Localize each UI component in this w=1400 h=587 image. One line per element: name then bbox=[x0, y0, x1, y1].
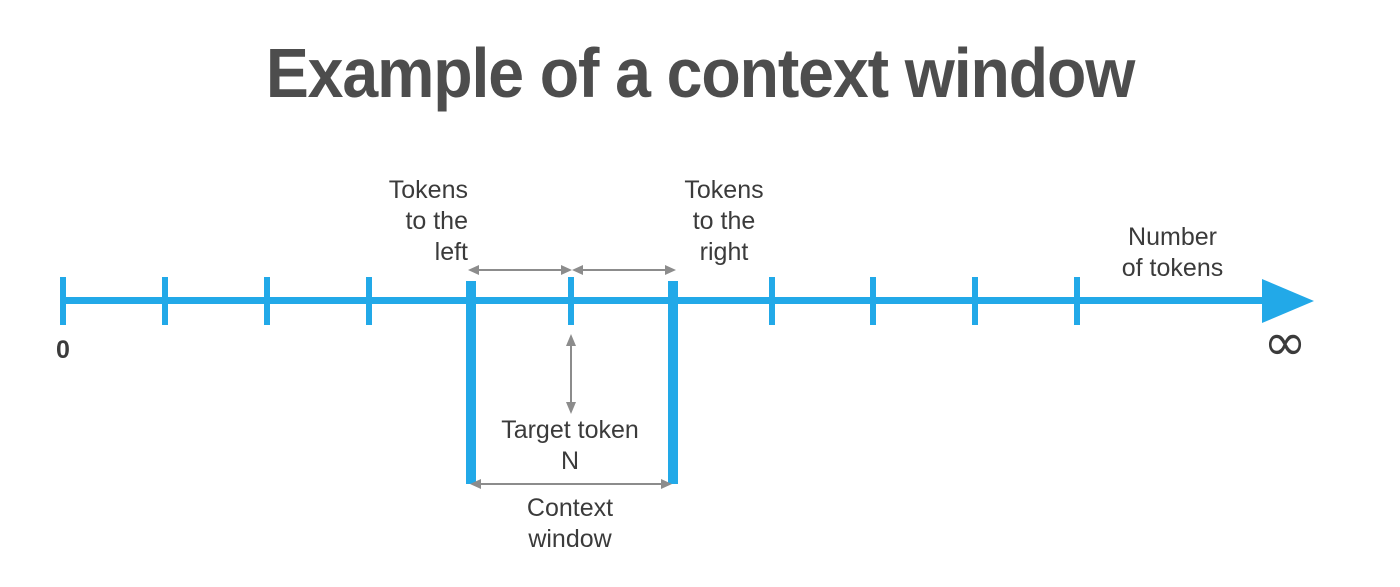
axis-arrowhead-icon bbox=[1262, 279, 1314, 323]
label-tokens-to-the-left: Tokens to the left bbox=[388, 176, 468, 266]
measure-arrow-tokens-left bbox=[468, 261, 572, 279]
axis-line bbox=[62, 297, 1272, 304]
page-title: Example of a context window bbox=[265, 34, 1135, 112]
axis-tick-9 bbox=[972, 277, 978, 325]
axis-tick-1 bbox=[162, 277, 168, 325]
axis-tick-3 bbox=[366, 277, 372, 325]
label-number-of-tokens: Number of tokens bbox=[1121, 223, 1224, 282]
axis-tick-8 bbox=[870, 277, 876, 325]
axis-tick-center bbox=[568, 277, 574, 325]
axis-tick-7 bbox=[769, 277, 775, 325]
measure-arrow-tokens-right bbox=[572, 261, 676, 279]
measure-arrow-context-window bbox=[470, 475, 672, 493]
axis-tick-10 bbox=[1074, 277, 1080, 325]
infinity-icon: ∞ bbox=[1263, 313, 1307, 373]
measure-arrow-target-token bbox=[562, 334, 580, 414]
context-window-left-bar bbox=[466, 281, 476, 484]
axis-tick-2 bbox=[264, 277, 270, 325]
axis-tick-0 bbox=[60, 277, 66, 325]
context-window-right-bar bbox=[668, 281, 678, 484]
axis-zero-label: 0 bbox=[56, 336, 70, 364]
label-context-window: Context window bbox=[526, 494, 614, 553]
label-target-token: Target token N bbox=[501, 416, 639, 475]
label-tokens-to-the-right: Tokens to the right bbox=[684, 176, 764, 266]
